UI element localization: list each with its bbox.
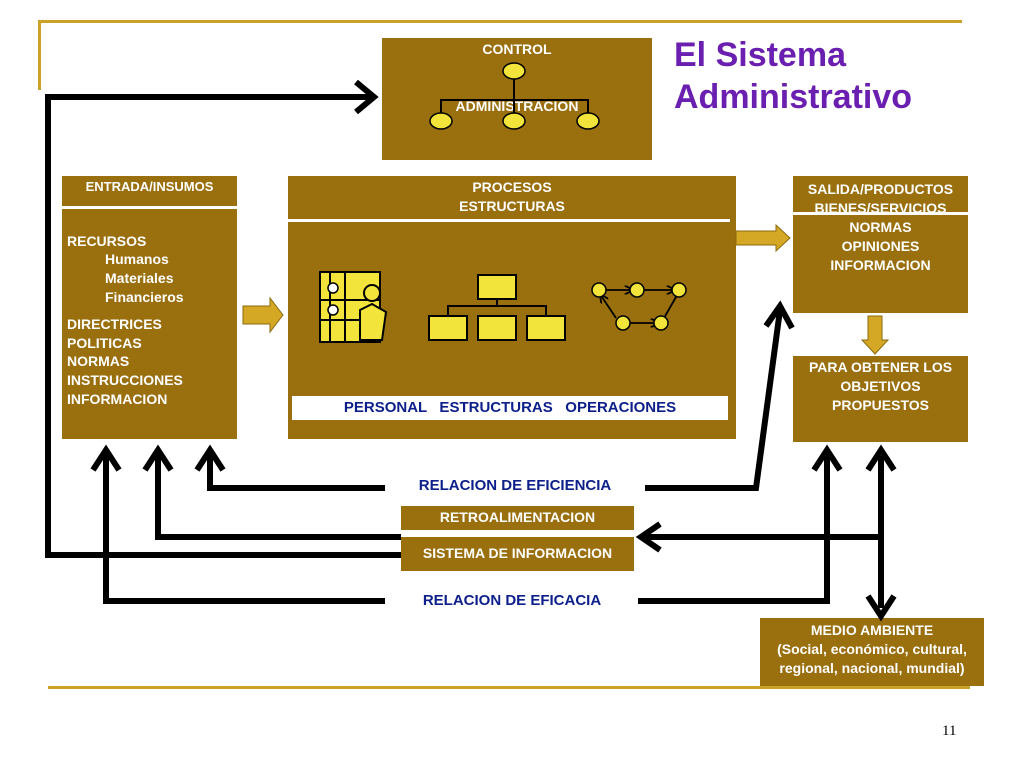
recursos-item-financieros: Financieros [105, 289, 184, 305]
control-top-node-icon [502, 62, 526, 80]
recursos-item-materiales: Materiales [105, 270, 174, 286]
entrada-header-label: ENTRADA/INSUMOS [85, 179, 214, 194]
bottom-rule [48, 686, 970, 689]
control-label: CONTROL [482, 41, 552, 57]
procesos-divider [288, 219, 730, 222]
control-left-node-icon [429, 112, 453, 130]
top-left-rule-vertical [38, 20, 41, 90]
retroalimentacion-box [401, 506, 634, 530]
instrucciones-item: INSTRUCCIONES [67, 372, 183, 388]
feedback-arrows [45, 79, 897, 622]
sistema-informacion-box [401, 537, 634, 571]
salida-header-line1: SALIDA/PRODUCTOS [807, 181, 954, 197]
procesos-footer-label: PERSONAL ESTRUCTURAS OPERACIONES [292, 396, 728, 420]
recursos-label: RECURSOS [67, 233, 147, 249]
procesos-header-line1: PROCESOS [472, 179, 552, 195]
control-middle-node-icon [502, 112, 526, 130]
objetivos-line3: PROPUESTOS [832, 397, 929, 413]
salida-item-normas: NORMAS [849, 219, 912, 235]
medio-ambiente-box [760, 618, 984, 686]
page-number: 11 [942, 723, 957, 739]
recursos-item-humanos: Humanos [105, 251, 169, 267]
slide-title-line1: El Sistema [674, 36, 846, 74]
control-right-node-icon [576, 112, 600, 130]
slide-title-line2: Administrativo [674, 78, 913, 116]
operations-nodes [591, 282, 687, 331]
objetivos-line2: OBJETIVOS [840, 378, 921, 394]
relacion-eficacia-label: RELACION DE EFICACIA [388, 592, 636, 610]
salida-header-line2: BIENES/SERVICIOS [814, 200, 947, 212]
operations-flow-icon [602, 290, 677, 323]
structure-org-chart-icon [428, 274, 566, 341]
medio-ambiente-line1: MEDIO AMBIENTE [810, 622, 934, 638]
normas-item: NORMAS [67, 353, 130, 369]
salida-body-box [793, 215, 968, 313]
entrada-body-box [62, 209, 237, 439]
top-rule [38, 20, 962, 23]
objetivos-box [793, 356, 968, 442]
directrices-item: DIRECTRICES [67, 316, 162, 332]
salida-item-opiniones: OPINIONES [841, 238, 920, 254]
salida-header-box [793, 176, 968, 212]
procesos-header-line2: ESTRUCTURAS [459, 198, 565, 214]
control-org-chart [440, 78, 589, 114]
worker-icon [319, 271, 388, 343]
objetivos-line1: PARA OBTENER LOS [808, 359, 953, 375]
retroalimentacion-label: RETROALIMENTACION [439, 509, 596, 525]
informacion-item: INFORMACION [67, 391, 168, 407]
relacion-eficiencia-label: RELACION DE EFICIENCIA [388, 477, 642, 495]
salida-item-informacion: INFORMACION [830, 257, 931, 273]
politicas-item: POLITICAS [67, 335, 142, 351]
sistema-informacion-label: SISTEMA DE INFORMACION [422, 545, 613, 561]
administracion-label: ADMINISTRACION [455, 98, 579, 114]
medio-ambiente-line2: (Social, económico, cultural, [777, 641, 967, 657]
entrada-to-procesos-arrow-icon [242, 296, 284, 334]
procesos-to-salida-arrow-icon [735, 223, 791, 253]
medio-ambiente-line3: regional, nacional, mundial) [779, 660, 965, 676]
salida-to-objetivos-arrow-icon [860, 315, 890, 355]
entrada-header-box [62, 176, 237, 206]
